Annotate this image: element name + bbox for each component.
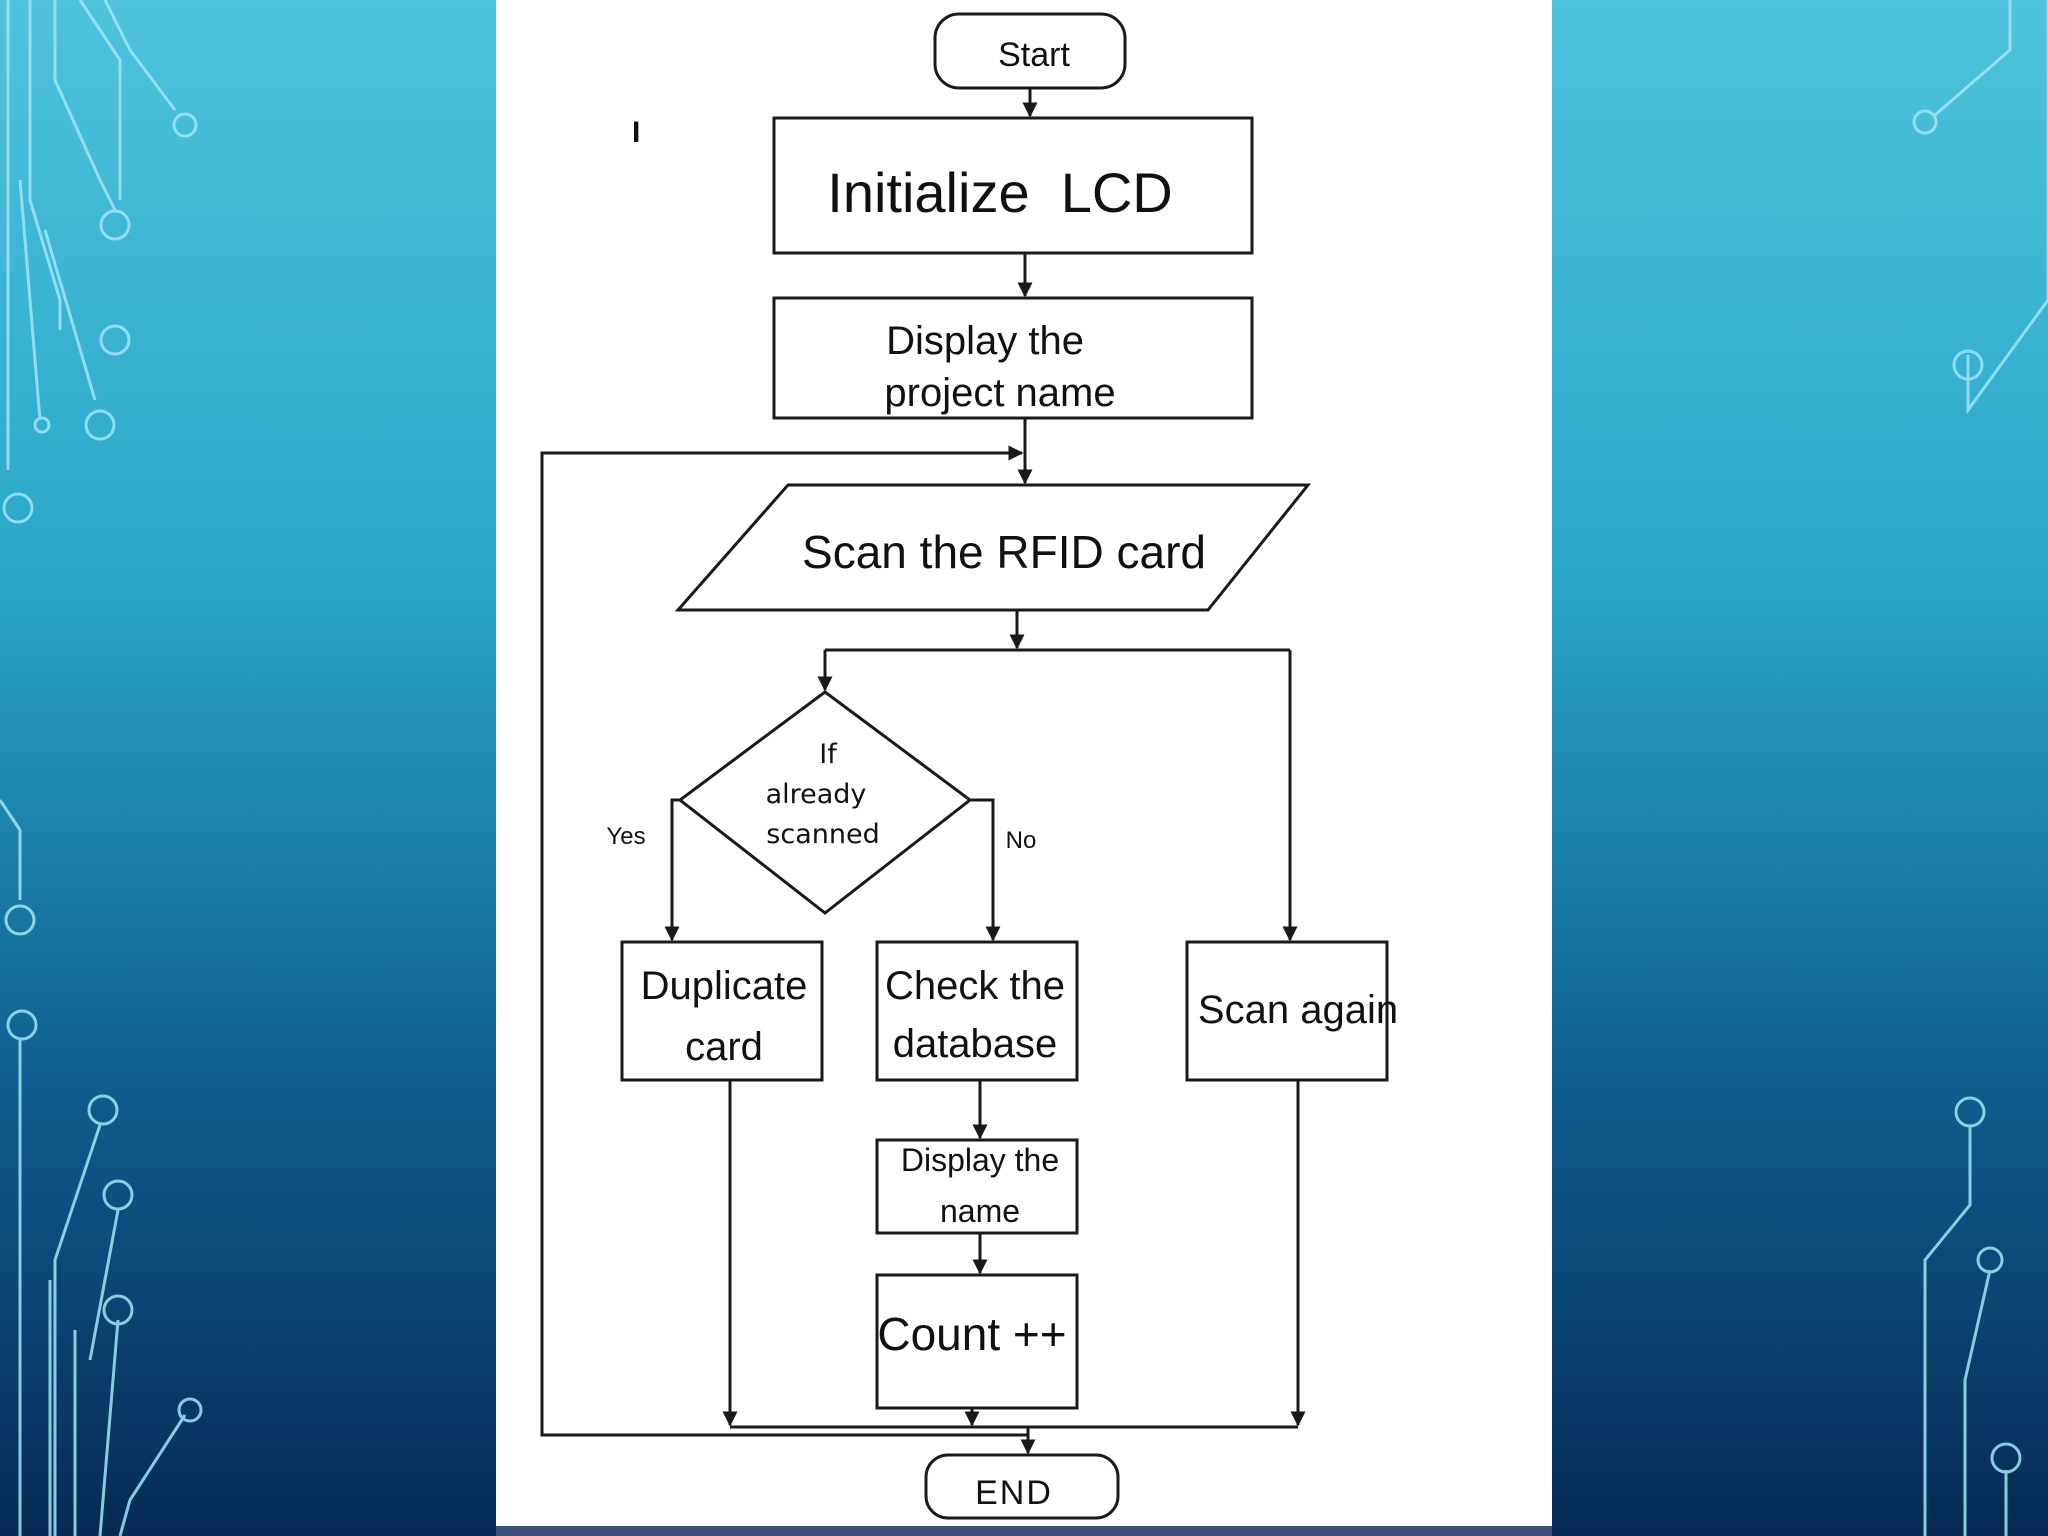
circuit-node: [1912, 109, 1938, 135]
circuit-node: [87, 1094, 119, 1126]
scan-again-label: Scan again: [1198, 988, 1398, 1032]
circuit-line: [43, 229, 97, 401]
circuit-node: [99, 324, 131, 356]
display-project-line1: Display the: [886, 319, 1084, 363]
display-name-box: [875, 1138, 1079, 1235]
display-project-line2: project name: [884, 371, 1115, 415]
display-name-line2: name: [940, 1193, 1020, 1229]
display-project-box: [772, 296, 1254, 420]
circuit-node: [102, 1179, 134, 1211]
decision-diamond: [677, 690, 973, 915]
circuit-node: [102, 1294, 134, 1326]
check-db-line1: Check the: [885, 964, 1065, 1008]
end-label: END: [975, 1474, 1053, 1512]
decision-line1: If: [819, 739, 838, 770]
no-label: No: [1006, 827, 1037, 854]
circuit-node: [177, 1397, 203, 1423]
circuit-line: [53, 1124, 102, 1536]
circuit-node: [1954, 1096, 1986, 1128]
circuit-node: [6, 1009, 38, 1041]
circuit-node: [33, 416, 51, 434]
circuit-line: [53, 0, 117, 211]
duplicate-line1: Duplicate: [641, 964, 808, 1008]
circuit-line: [18, 179, 42, 421]
initialize-lcd-box: [772, 116, 1254, 255]
loop-back-connector: [540, 445, 1028, 1437]
scan-card-label: Scan the RFID card: [802, 526, 1206, 578]
circuit-line: [88, 1209, 120, 1361]
duplicate-line2: card: [685, 1025, 763, 1069]
check-db-line2: database: [893, 1022, 1058, 1066]
circuit-node: [99, 209, 131, 241]
circuit-node: [172, 112, 198, 138]
stray-mark: I: [632, 116, 640, 149]
yes-connector: [664, 798, 680, 942]
circuit-node: [4, 904, 36, 936]
scan-card-io: [674, 483, 1312, 612]
count-label: Count ++: [877, 1308, 1066, 1360]
panel-bottom-bar: [496, 1526, 1552, 1536]
initialize-lcd-label: Initialize LCD: [827, 161, 1172, 224]
circuit-line: [1934, 0, 2012, 117]
circuit-line: [1963, 1269, 1992, 1536]
duplicate-card-box: [620, 940, 824, 1082]
yes-label: Yes: [606, 823, 645, 850]
circuit-line: [103, 0, 177, 111]
circuit-node: [1952, 349, 1984, 381]
circuit-line: [118, 1414, 187, 1536]
circuit-node: [1990, 1442, 2022, 1474]
circuit-node: [2, 492, 34, 524]
start-label: Start: [998, 36, 1070, 74]
circuit-line: [1923, 1125, 1972, 1536]
end-terminator: [924, 1453, 1120, 1520]
no-connector: [970, 798, 1001, 942]
circuit-line: [1966, 0, 2048, 415]
decision-line2: already: [766, 779, 867, 810]
check-database-box: [875, 940, 1079, 1082]
display-name-line1: Display the: [901, 1142, 1059, 1178]
scan-again-box: [1185, 940, 1389, 1082]
circuit-node: [1976, 1246, 2004, 1274]
circuit-line: [78, 0, 122, 200]
decision-line3: scanned: [766, 819, 879, 850]
circuit-node: [84, 409, 116, 441]
count-box: [875, 1273, 1079, 1410]
circuit-line: [28, 0, 62, 330]
circuit-line: [0, 799, 22, 900]
circuit-line: [98, 1319, 120, 1536]
